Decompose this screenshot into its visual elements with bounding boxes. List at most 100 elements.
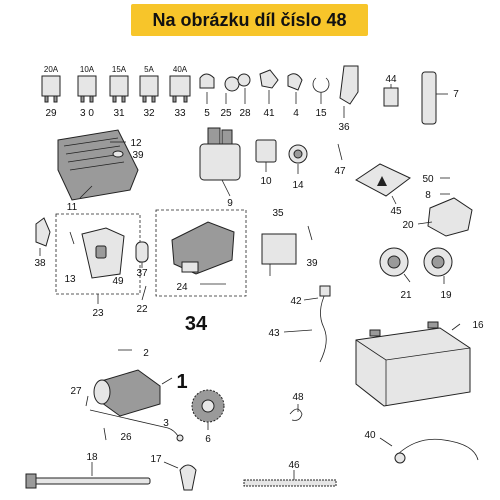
callout-41: 41 — [263, 108, 275, 119]
callout-11: 11 — [67, 202, 78, 213]
bolt-part-27 — [85, 395, 89, 407]
callout-47: 47 — [334, 166, 346, 177]
horn-part-21 — [379, 247, 411, 283]
callout-14: 14 — [292, 180, 304, 191]
callout-43: 43 — [268, 328, 280, 339]
fuse-20a-label: 20A — [44, 65, 59, 74]
washer-part-39 — [112, 150, 124, 158]
battery-part-16 — [355, 321, 471, 407]
callout-29: 29 — [45, 108, 57, 119]
starter-motor-part-1 — [93, 369, 173, 417]
clamp-part-28 — [237, 73, 251, 104]
callout-2: 2 — [143, 348, 149, 359]
callout-23: 23 — [92, 308, 104, 319]
callout-28: 28 — [239, 108, 251, 119]
callout-35: 35 — [272, 208, 284, 219]
callout-33: 33 — [174, 108, 186, 119]
fuse-40a: 40A — [169, 65, 191, 103]
key-switch-part-23 — [69, 227, 125, 304]
cable-tie-part-18 — [25, 462, 151, 489]
callout-17: 17 — [150, 454, 162, 465]
callout-38: 38 — [34, 258, 46, 269]
callout-40: 40 — [364, 430, 376, 441]
callout-6: 6 — [205, 434, 211, 445]
fuse-15a-label: 15A — [112, 65, 127, 74]
screw-part-47 — [337, 143, 343, 161]
ring-part-15 — [312, 77, 330, 104]
callout-31: 31 — [113, 108, 125, 119]
callout-24: 24 — [176, 282, 188, 293]
pipe-part-46 — [243, 470, 337, 487]
callout-13: 13 — [64, 274, 76, 285]
horn-part-19 — [423, 247, 453, 284]
callout-9: 9 — [227, 198, 233, 209]
callout-8: 8 — [425, 190, 431, 201]
callout-44: 44 — [385, 74, 397, 85]
callout-46: 46 — [288, 460, 300, 471]
callout-36: 36 — [338, 122, 350, 133]
callout-21: 21 — [400, 290, 412, 301]
screw-part-22 — [141, 285, 147, 301]
fuse-15a: 15A — [109, 65, 129, 103]
group-box-24 — [155, 209, 247, 297]
hazard-switch-part-45 — [355, 163, 411, 205]
cable-part-3 — [89, 409, 184, 442]
callout-32: 32 — [143, 108, 155, 119]
connector-part-41 — [259, 69, 279, 104]
cable-part-42 — [283, 285, 331, 363]
hazard-triangle-icon — [377, 176, 387, 186]
callout-7: 7 — [453, 89, 459, 100]
actuator-part-20 — [417, 197, 473, 237]
bracket-part-36 — [339, 65, 359, 118]
page-title: Na obrázku díl číslo 48 — [152, 9, 347, 30]
callout-27: 27 — [70, 386, 82, 397]
callout-3: 3 — [163, 418, 169, 429]
fuse-5a: 5A — [139, 65, 159, 103]
page-title-banner: Na obrázku díl číslo 48 — [131, 4, 368, 36]
clamp-part-25 — [224, 76, 240, 104]
callout-50: 50 — [422, 174, 434, 185]
callout-37: 37 — [136, 268, 148, 279]
callout-34: 34 — [185, 313, 208, 335]
relay-part-10 — [255, 139, 277, 172]
callout-12: 12 — [130, 138, 142, 149]
connector-part-14 — [288, 144, 308, 174]
callout-45: 45 — [390, 206, 402, 217]
callout-39-top: 39 — [132, 150, 144, 161]
switch-part-7 — [421, 71, 448, 125]
fuse-20a: 20A — [41, 65, 61, 103]
regulator-part-11 — [57, 129, 139, 201]
callout-26: 26 — [120, 432, 132, 443]
clip-part-5 — [199, 73, 215, 104]
callout-39-mid: 39 — [306, 258, 318, 269]
callout-20: 20 — [402, 220, 414, 231]
cap-part-37 — [135, 241, 149, 268]
fuse-40a-label: 40A — [173, 65, 188, 74]
callout-15: 15 — [315, 108, 327, 119]
callout-5: 5 — [204, 108, 210, 119]
callout-25: 25 — [220, 108, 232, 119]
bracket-part-38 — [35, 217, 51, 256]
callout-30: 3 0 — [80, 108, 94, 119]
callout-1: 1 — [176, 371, 187, 393]
fuse-10a: 10A — [77, 65, 97, 103]
screw-part-39 — [307, 225, 313, 241]
clamp-part-17 — [163, 461, 197, 491]
sensor-part-44 — [383, 84, 399, 107]
bracket-part-35 — [261, 233, 297, 276]
gear-part-6 — [191, 389, 225, 430]
fuse-10a-label: 10A — [80, 65, 95, 74]
callout-42: 42 — [290, 296, 302, 307]
callout-22: 22 — [136, 304, 148, 315]
clip-part-4 — [287, 73, 303, 104]
callout-48: 48 — [292, 392, 304, 403]
ignition-unit-part-24 — [171, 221, 235, 285]
fuse-5a-label: 5A — [144, 65, 154, 74]
bolt-part-26 — [103, 427, 107, 441]
callout-4: 4 — [293, 108, 299, 119]
sensor-part-40 — [379, 437, 479, 464]
relay-part-9 — [199, 127, 241, 197]
callout-18: 18 — [86, 452, 98, 463]
callout-16: 16 — [472, 320, 484, 331]
